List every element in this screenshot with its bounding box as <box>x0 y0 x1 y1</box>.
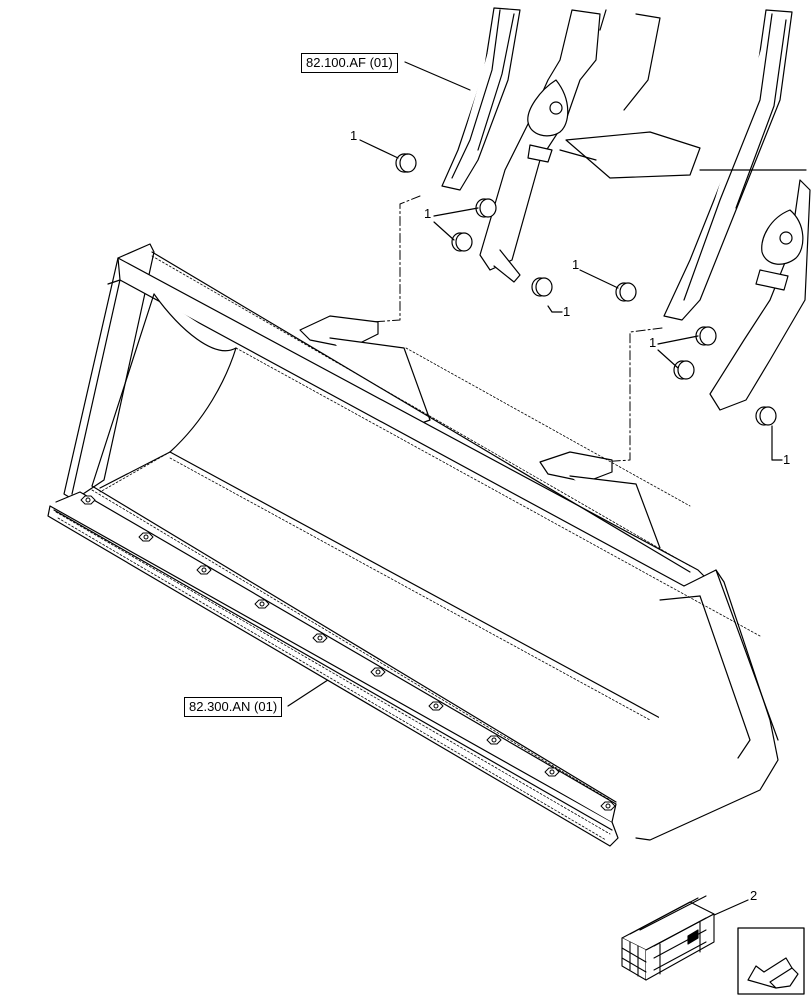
bushing-1d <box>531 277 553 297</box>
callout-item-1: 1 <box>572 257 580 272</box>
cutting-edge-bolts <box>80 495 616 811</box>
bushing-group <box>395 153 777 426</box>
callout-item-1: 1 <box>649 335 657 350</box>
loader-arm-right <box>663 9 811 411</box>
leader-lines <box>287 61 783 917</box>
callout-item-2: 2 <box>750 888 758 903</box>
callout-item-1: 1 <box>563 304 571 319</box>
bushing-1c <box>451 232 473 252</box>
callout-item-1: 1 <box>783 452 791 467</box>
parts-kit-crate-icon <box>621 895 715 981</box>
callout-item-1: 1 <box>350 128 358 143</box>
bushing-1b <box>475 198 497 218</box>
orientation-arrow-icon <box>737 927 805 995</box>
hidden-lines <box>55 255 761 841</box>
bushing-1a <box>395 153 417 173</box>
bushing-1e <box>615 282 637 302</box>
bushing-1f <box>695 326 717 346</box>
bucket <box>47 243 779 847</box>
reference-label-bucket[interactable]: 82.300.AN (01) <box>184 697 283 717</box>
bushing-1h <box>755 406 777 426</box>
callout-item-1: 1 <box>424 206 432 221</box>
loader-arm-left <box>441 7 701 283</box>
bushing-1g <box>673 360 695 380</box>
reference-label-loader-arm[interactable]: 82.100.AF (01) <box>301 53 398 73</box>
mounting-lines <box>371 195 663 463</box>
